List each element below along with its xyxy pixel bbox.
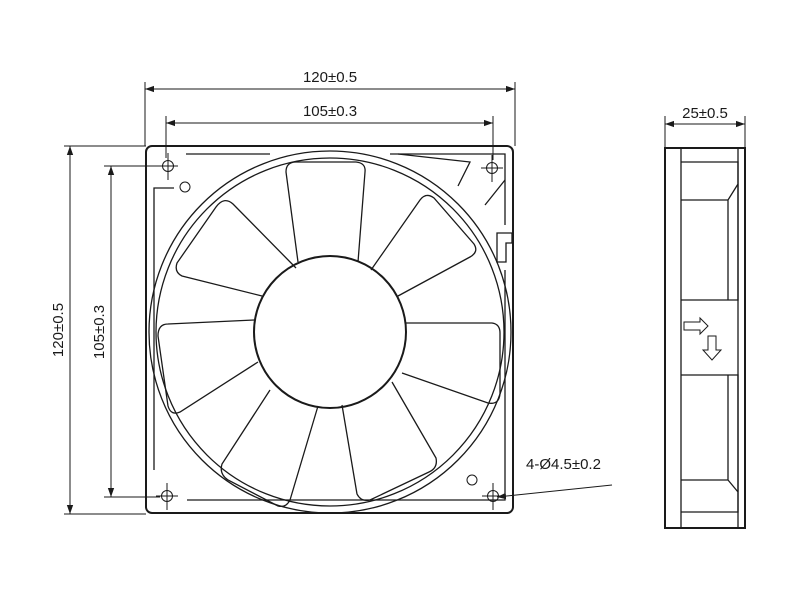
overall-width-label: 120±0.5 [303,69,357,86]
mounting-hole-leader-line [496,484,613,500]
mounting-hole [156,483,178,510]
fan-frame-inner-profile [153,153,506,501]
secondary-hole [466,474,478,486]
airflow-direction-icon [683,316,709,336]
thickness-label: 25±0.5 [682,105,728,122]
fan-frame-corner-notch [397,153,506,206]
overall-height-label: 120±0.5 [50,303,67,357]
fan-blade [157,319,259,414]
mounting-hole [158,153,178,180]
front-view: 120±0.5 105±0.3 120±0.5 105±0.3 4-Ø4.5±0… [50,69,613,515]
fan-frame-outline [145,145,514,514]
venturi-inner-ring [155,157,505,507]
fan-blade [370,194,477,297]
fan-blade [220,389,319,508]
fan-blade [341,381,437,502]
hole-spacing-height-label: 105±0.3 [91,305,108,359]
mounting-hole [481,155,503,182]
fan-blade [401,322,501,404]
fan-hub [253,255,407,409]
side-frame-outline [664,147,746,529]
fan-blade [285,161,366,263]
fan-blade [175,200,297,297]
rotation-direction-icon [701,335,723,361]
mounting-hole-callout: 4-Ø4.5±0.2 [526,456,601,473]
fan-frame-clip [496,232,513,263]
hole-spacing-width-label: 105±0.3 [303,103,357,120]
venturi-outer-ring [148,150,512,514]
side-view: 25±0.5 [664,105,746,529]
secondary-hole [179,181,191,193]
fan-blades [157,161,501,508]
side-blade-lower [681,374,739,513]
side-blade-upper [681,161,739,301]
extension-lines [64,82,516,515]
